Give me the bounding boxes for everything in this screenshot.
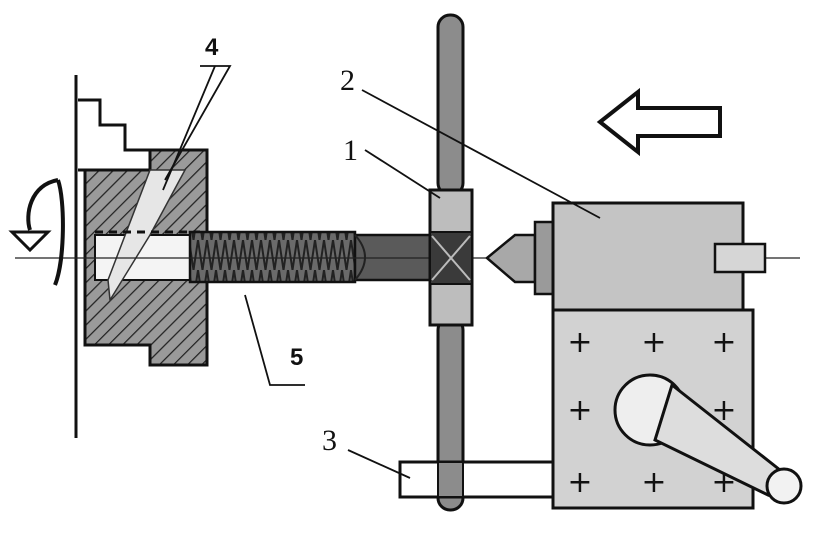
chuck-wedge [107, 169, 187, 303]
crank-knob [765, 467, 803, 505]
label-part-3: 3 [322, 424, 337, 457]
leader-lines [162, 65, 601, 479]
wrench-handle-top [436, 13, 465, 197]
svg-text:+: + [641, 465, 666, 500]
svg-text:+: + [711, 465, 736, 500]
svg-text:+: + [567, 393, 592, 428]
svg-text:+: + [711, 393, 736, 428]
threaded-section [188, 230, 357, 284]
left-arrow-icon [596, 87, 722, 157]
tailstock-lock [713, 242, 767, 274]
rotation-arrow-icon [8, 178, 65, 286]
support-bar [398, 460, 555, 499]
tailstock-body [551, 201, 745, 312]
svg-text:+: + [641, 325, 666, 360]
base-plus-marks: + + + + + + + + [567, 325, 736, 500]
svg-text:+: + [567, 465, 592, 500]
label-part-1: 1 [343, 134, 358, 167]
svg-text:+: + [711, 325, 736, 360]
chuck-jaw-steps [78, 98, 152, 172]
tailstock-center [485, 233, 537, 284]
label-part-4: 4 [205, 34, 219, 61]
svg-text:+: + [567, 325, 592, 360]
label-part-5: 5 [290, 344, 303, 371]
label-part-2: 2 [340, 64, 355, 97]
